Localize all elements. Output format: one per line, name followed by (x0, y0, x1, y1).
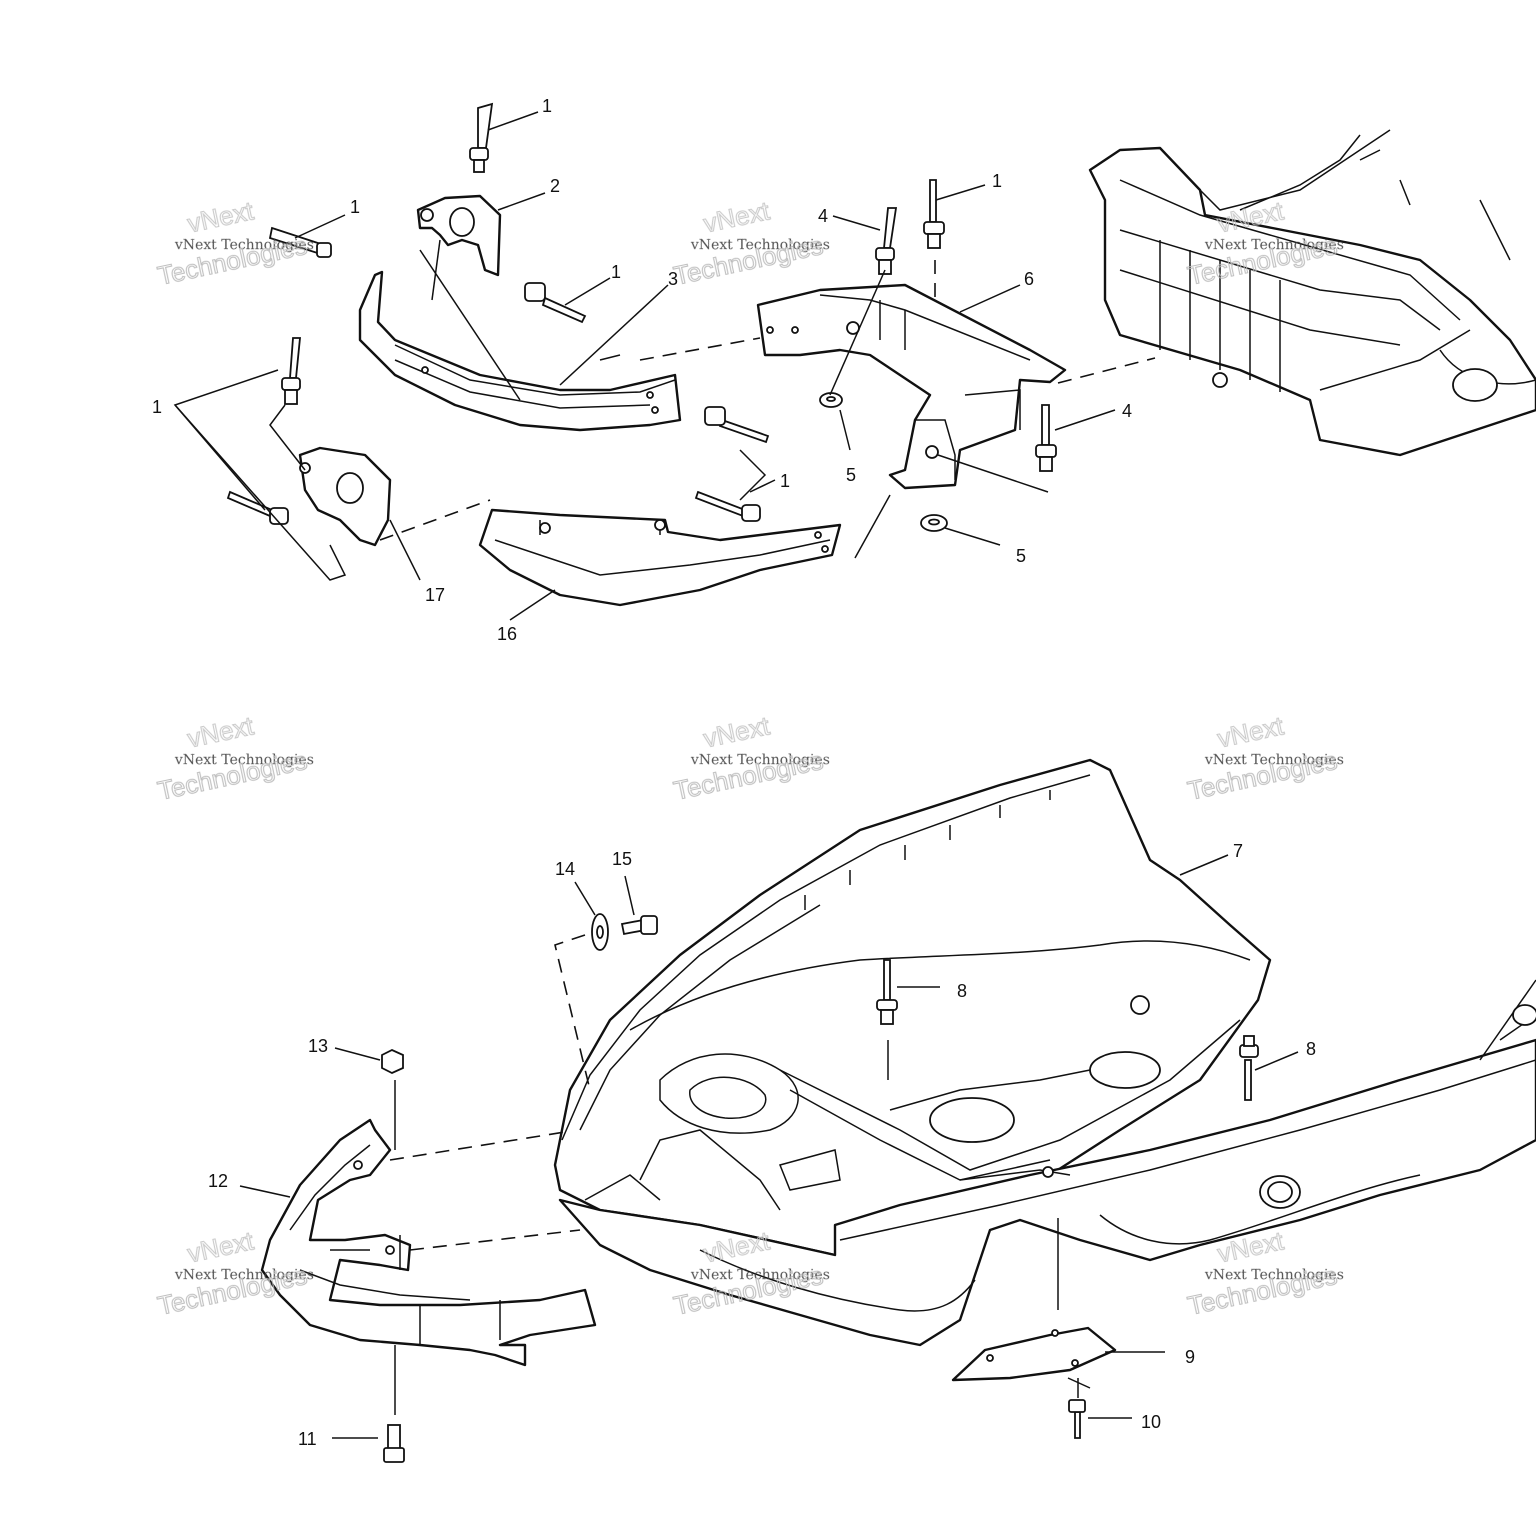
callout-12: 12 (208, 1171, 228, 1191)
bottom-dashed-lines (389, 934, 591, 1251)
watermark: vNext vNext Technologies Technologies (154, 195, 314, 292)
svg-text:vNext Technologies: vNext Technologies (690, 1267, 830, 1283)
callout-15: 15 (612, 849, 632, 869)
top-dashed-lines (379, 260, 1156, 541)
callout-4: 4 (818, 206, 828, 226)
callout-1: 1 (992, 171, 1002, 191)
callout-14: 14 (555, 859, 575, 879)
callout-3: 3 (668, 269, 678, 289)
svg-text:vNext: vNext (185, 710, 257, 753)
callout-1: 1 (780, 471, 790, 491)
hood-edge-tabs (804, 790, 1051, 910)
callout-11: 11 (298, 1429, 317, 1449)
part-7-hood (553, 758, 1272, 1257)
top-leader-lines (173, 111, 1116, 621)
callout-9: 9 (1185, 1347, 1195, 1367)
frame-chassis (1088, 129, 1536, 457)
callout-2: 2 (550, 176, 560, 196)
callout-13: 13 (308, 1036, 328, 1056)
callout-10: 10 (1141, 1412, 1161, 1432)
svg-text:vNext: vNext (1215, 710, 1287, 753)
callout-6: 6 (1024, 269, 1034, 289)
bottom-pan (558, 979, 1536, 1347)
callout-labels: 1 1 1 1 1 1 1 2 3 4 4 5 5 6 17 16 7 8 8 … (152, 96, 1316, 1449)
svg-text:vNext: vNext (701, 195, 773, 238)
bottom-leader-lines (239, 854, 1299, 1439)
callout-16: 16 (497, 624, 517, 644)
part-17-lower-plate (298, 446, 392, 547)
part-9-plate (951, 1326, 1117, 1382)
svg-text:vNext: vNext (185, 1225, 257, 1268)
callout-1: 1 (611, 262, 621, 282)
callout-5: 5 (846, 465, 856, 485)
part-2-upper-plate (416, 194, 502, 277)
callout-8: 8 (957, 981, 967, 1001)
callout-8: 8 (1306, 1039, 1316, 1059)
svg-text:vNext Technologies: vNext Technologies (174, 752, 314, 768)
part-16-lower-rail (478, 508, 842, 607)
svg-text:vNext Technologies: vNext Technologies (1204, 752, 1344, 768)
callout-17: 17 (425, 585, 445, 605)
callout-1: 1 (152, 397, 162, 417)
svg-text:vNext Technologies: vNext Technologies (690, 237, 830, 253)
svg-text:vNext: vNext (701, 710, 773, 753)
callout-5: 5 (1016, 546, 1026, 566)
watermark: vNext vNext Technologies Technologies (670, 710, 830, 807)
bottom-hardware (381, 913, 1259, 1463)
callout-1: 1 (542, 96, 552, 116)
svg-text:vNext Technologies: vNext Technologies (174, 237, 314, 253)
watermark: vNext vNext Technologies Technologies (154, 710, 314, 807)
svg-text:vNext Technologies: vNext Technologies (690, 752, 830, 768)
part-12-bumper (260, 1118, 597, 1367)
svg-text:vNext Technologies: vNext Technologies (174, 1267, 314, 1283)
part-3-rail (358, 270, 682, 432)
callout-7: 7 (1233, 841, 1243, 861)
part-6-cross-bracket (756, 283, 1067, 490)
watermark: vNext vNext Technologies Technologies (670, 195, 830, 292)
svg-text:vNext Technologies: vNext Technologies (1204, 237, 1344, 253)
svg-text:vNext: vNext (185, 195, 257, 238)
callout-1: 1 (350, 197, 360, 217)
watermark: vNext vNext Technologies Technologies (1184, 710, 1344, 807)
callout-4: 4 (1122, 401, 1132, 421)
svg-text:vNext Technologies: vNext Technologies (1204, 1267, 1344, 1283)
